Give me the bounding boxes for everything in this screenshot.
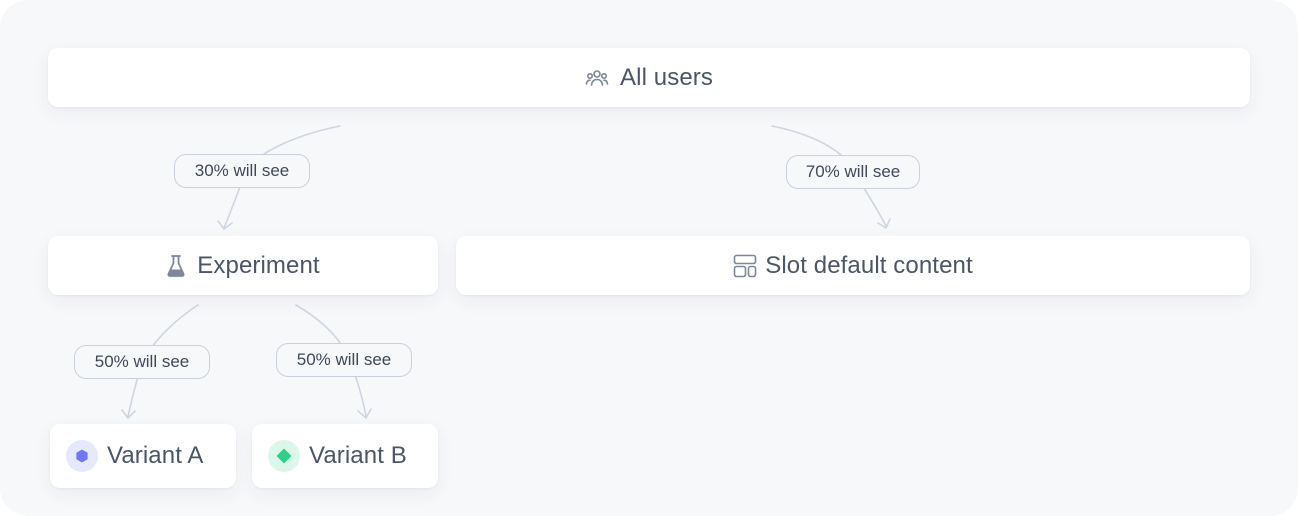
edge-label-variant-a: 50% will see: [74, 345, 210, 379]
arrowhead-default: [877, 218, 891, 230]
node-label: Slot default content: [765, 251, 973, 279]
node-slot-default-content[interactable]: Slot default content: [456, 236, 1250, 295]
edge-label-experiment: 30% will see: [174, 154, 310, 188]
node-experiment[interactable]: Experiment: [48, 236, 438, 295]
arrowhead-experiment: [217, 220, 233, 231]
layout-icon: [733, 254, 757, 278]
flask-icon: [166, 254, 186, 278]
node-label: All users: [620, 63, 713, 91]
arrowhead-variant-b: [357, 408, 372, 420]
node-label: Variant B: [309, 442, 407, 469]
users-icon: [585, 67, 609, 89]
hexagon-icon: [66, 440, 98, 472]
edge-label-default: 70% will see: [786, 155, 920, 189]
arrowhead-variant-a: [121, 409, 136, 420]
node-label: Experiment: [197, 251, 320, 279]
node-label: Variant A: [107, 442, 204, 469]
node-all-users[interactable]: All users: [48, 48, 1250, 107]
edge-label-variant-b: 50% will see: [276, 343, 412, 377]
node-variant-a[interactable]: Variant A: [50, 424, 236, 488]
node-variant-b[interactable]: Variant B: [252, 424, 438, 488]
diamond-icon: [268, 440, 300, 472]
